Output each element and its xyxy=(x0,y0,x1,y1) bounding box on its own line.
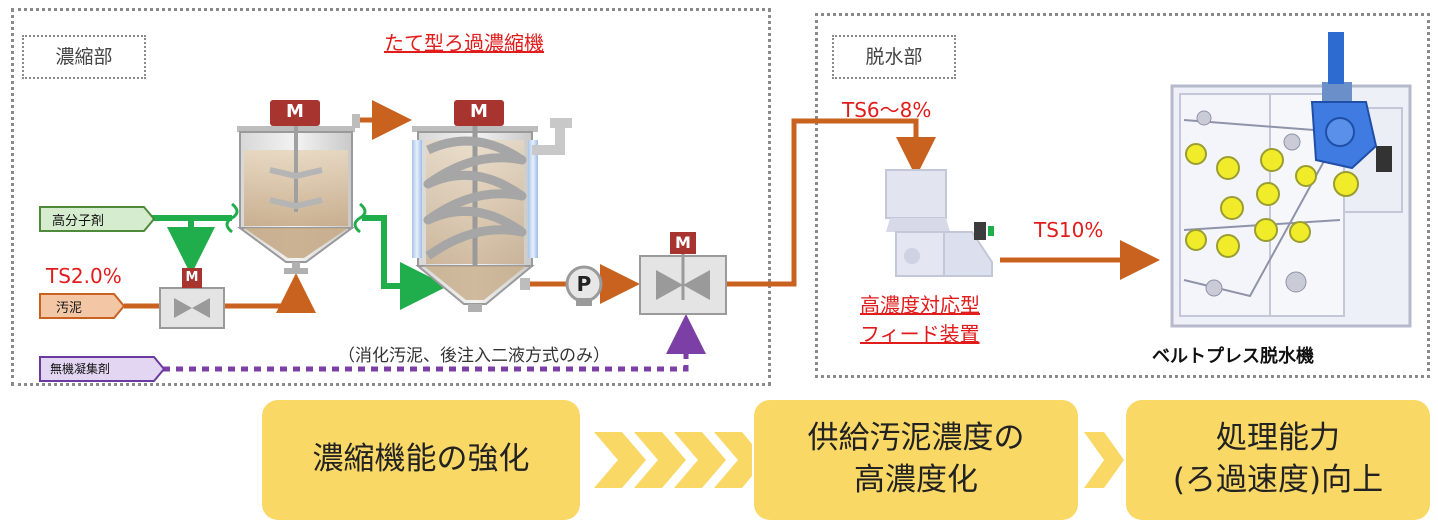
coagulant-tag-shape xyxy=(39,356,166,382)
belt-press xyxy=(1170,32,1412,328)
mixing-tank-motor-label: M xyxy=(286,101,304,122)
belt-press-caption: ベルトプレス脱水機 xyxy=(1152,346,1314,367)
step-capacity-improvement: 処理能力 (ろ過速度)向上 xyxy=(1126,400,1430,520)
pump xyxy=(565,265,603,306)
small-mixer-motor-label: M xyxy=(185,270,199,285)
main-mixer-motor-label: M xyxy=(675,233,691,252)
sludge-tag-shape xyxy=(39,293,126,319)
polymer-line-to-thickener xyxy=(362,215,448,310)
main-mixer xyxy=(639,232,727,315)
small-mixer xyxy=(159,268,225,329)
sludge-input-label: 汚泥 xyxy=(56,301,83,316)
feed-device xyxy=(885,169,994,277)
dewatering-section-label: 脱水部 xyxy=(832,35,956,79)
dewatering-section-frame xyxy=(815,13,1430,378)
thickened-ts-label: TS6～8% xyxy=(842,98,932,122)
coagulant-input-label: 無機凝集剤 xyxy=(50,362,111,376)
polymer-break-left xyxy=(225,202,239,234)
vertical-thickener-title: たて型ろ過濃縮機 xyxy=(384,31,544,55)
mixer-to-feed-line xyxy=(726,118,936,287)
sludge-ts-label: TS2.0% xyxy=(46,264,122,288)
thickening-section-label: 濃縮部 xyxy=(22,35,146,79)
coagulant-note: （消化汚泥、後注入二液方式のみ） xyxy=(338,346,610,366)
step-2-line-2: 高濃度化 xyxy=(854,462,978,498)
coagulant-line xyxy=(163,314,706,372)
step-thickening-enhancement: 濃縮機能の強化 xyxy=(262,400,580,520)
polymer-break-right xyxy=(353,202,367,234)
feed-device-title-line1: 高濃度対応型 xyxy=(860,293,980,317)
mixing-tank xyxy=(236,100,360,274)
thickener-motor-label: M xyxy=(470,101,488,122)
feed-device-title-line2: フィード装置 xyxy=(860,322,980,346)
vertical-thickener xyxy=(412,100,572,312)
sludge-line-to-tank xyxy=(224,273,316,313)
polymer-tag-shape xyxy=(39,206,156,232)
thickening-section-frame xyxy=(11,8,771,386)
feed-ts-label: TS10% xyxy=(1034,218,1104,242)
step-feed-concentration: 供給汚泥濃度の 高濃度化 xyxy=(754,400,1078,520)
polymer-input-label: 高分子剤 xyxy=(52,214,105,229)
pump-label: P xyxy=(576,272,592,296)
step-2-line-1: 供給汚泥濃度の xyxy=(807,420,1025,457)
step-1-line-1: 濃縮機能の強化 xyxy=(312,441,530,478)
step-3-line-1: 処理能力 xyxy=(1215,420,1340,457)
step-3-line-2: (ろ過速度)向上 xyxy=(1172,462,1384,498)
